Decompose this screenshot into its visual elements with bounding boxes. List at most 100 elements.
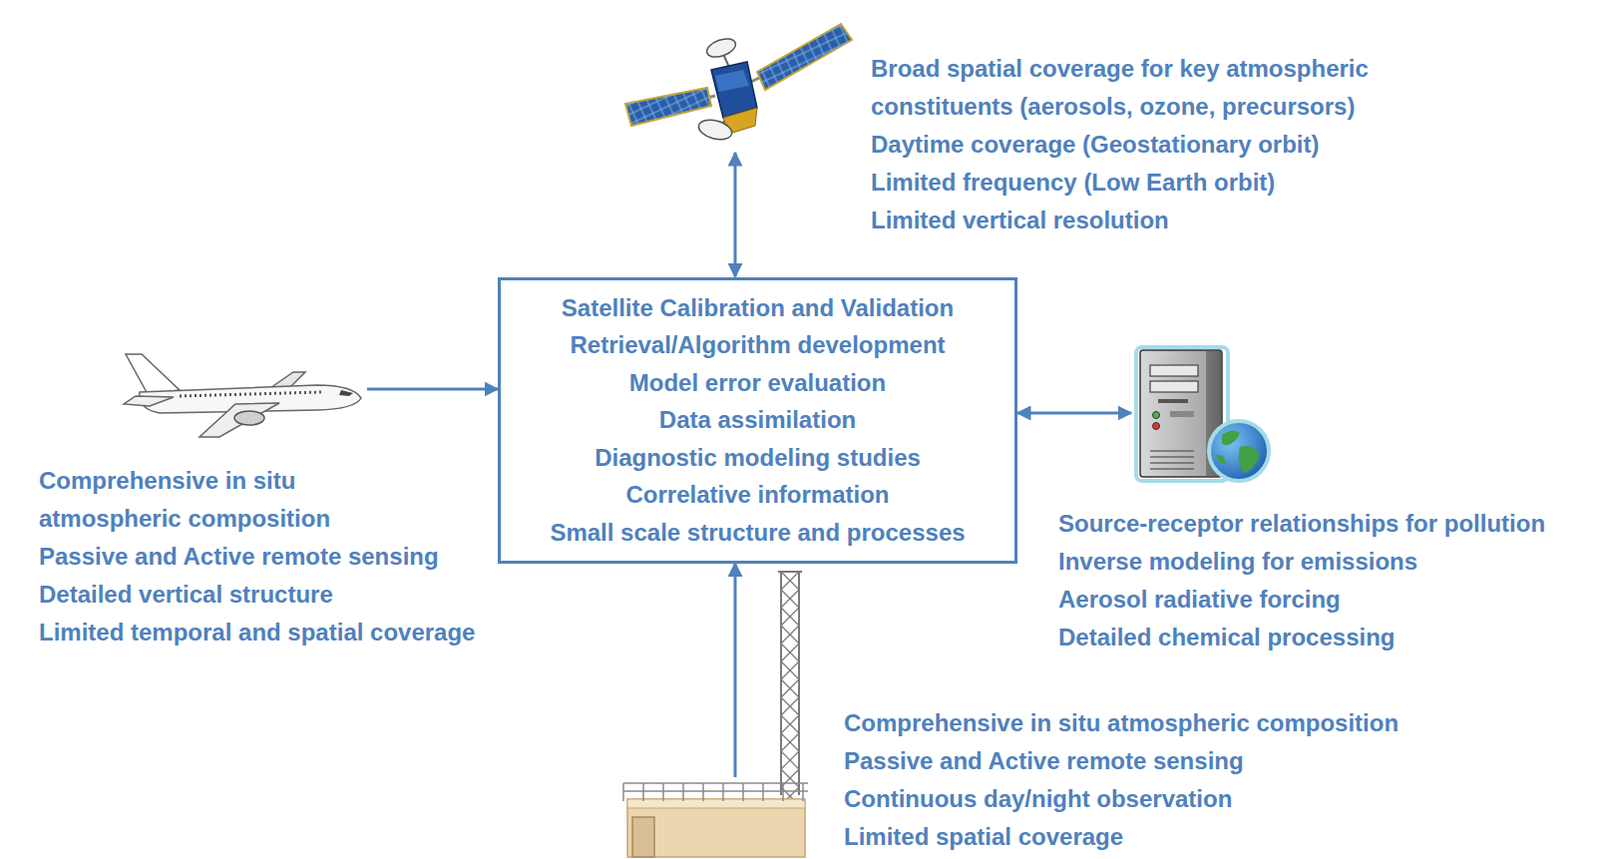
box-text: Correlative information	[625, 475, 889, 514]
box-text: Model error evaluation	[629, 364, 886, 402]
computer-illustration-part	[1150, 450, 1195, 469]
note-text: Limited spatial coverage	[843, 817, 1399, 856]
ground-station-illustration-part-part	[742, 783, 745, 801]
ground-station-illustration-part-part-part	[781, 589, 800, 608]
computer-illustration-part	[1238, 445, 1260, 473]
ground-station-illustration-part	[778, 571, 802, 805]
ground-station-illustration-part-part-part	[781, 661, 800, 680]
airplane-illustration-part	[234, 410, 265, 425]
ground-station-illustration-part-part-part	[781, 589, 800, 608]
arrow-connector	[734, 152, 738, 278]
ground-station-illustration-part-part	[623, 790, 808, 793]
ground-station-illustration-part-part	[702, 783, 705, 801]
text-group: Comprehensive in situ atmospheric compos…	[843, 704, 1399, 856]
ground-station-illustration-part-part-part	[781, 733, 800, 752]
note-text: Detailed chemical processing	[1058, 618, 1546, 657]
note-text: Broad spatial coverage for key atmospher…	[870, 49, 1470, 126]
computer-illustration-part-part	[1150, 449, 1195, 452]
note-text: Limited temporal and spatial coverage	[38, 613, 475, 652]
computer-illustration-part	[1208, 420, 1269, 481]
computer-illustration-part	[1150, 381, 1199, 393]
model-node: Source-receptor relationships for pollut…	[1136, 347, 1271, 485]
ground-station-illustration-part-part-part	[781, 643, 800, 662]
ground-station-illustration-part-part-part	[781, 679, 800, 698]
note-text: Daytime coverage (Geostationary orbit)	[870, 125, 1470, 164]
ground-station-illustration-part-part	[662, 783, 665, 801]
computer-illustration-part	[1158, 399, 1189, 403]
airplane-illustration-part	[179, 392, 322, 397]
ground-station-illustration-part-part-part	[781, 625, 800, 644]
satellite-illustration-part	[757, 23, 852, 90]
ground-station-illustration-part-part	[780, 571, 783, 796]
note-text: Aerosol radiative forcing	[1058, 580, 1546, 619]
satellite-illustration-part	[704, 34, 739, 60]
satellite-node: Broad spatial coverage for key atmospher…	[619, 19, 852, 143]
ground-station-illustration-part-part	[762, 783, 765, 801]
ground-station-illustration-part-part-part	[781, 697, 800, 716]
note-text: Passive and Active remote sensing	[38, 537, 475, 576]
ground-station-illustration-part-part-part	[781, 607, 800, 626]
text-group: Broad spatial coverage for key atmospher…	[870, 49, 1470, 240]
arrow-connector	[734, 563, 738, 779]
airplane-illustration-part	[339, 390, 354, 397]
computer-illustration-part-part	[1150, 461, 1195, 464]
ground-station-illustration-part-part-part	[781, 661, 800, 680]
computer-illustration-part	[1153, 411, 1161, 419]
box-text: Satellite Calibration and Validation	[561, 289, 954, 328]
ground-station-illustration-part-part-part	[781, 715, 800, 734]
ground-station-illustration-part-part	[682, 783, 685, 801]
ground-station-illustration-part-part-part	[781, 751, 800, 770]
ground-station-illustration-part-part-part	[781, 697, 800, 716]
ground-station-illustration-part-part-part	[781, 643, 800, 662]
note-text: Limited frequency (Low Earth orbit)	[870, 163, 1470, 202]
ground-station-illustration-part-part-part	[781, 715, 800, 734]
box-text: Data assimilation	[659, 400, 856, 439]
computer-illustration-part	[1215, 454, 1226, 464]
aircraft-node: Comprehensive in situ atmospheric compos…	[117, 352, 363, 439]
connector-layer-part	[367, 152, 1132, 778]
computer-illustration-part	[1150, 365, 1199, 377]
ground-station-illustration-part-part	[801, 783, 804, 801]
ground-station-illustration	[623, 781, 808, 857]
box-text: Diagnostic modeling studies	[594, 438, 921, 477]
box-text: Retrieval/Algorithm development	[569, 326, 945, 365]
computer-illustration-part-part	[1150, 455, 1195, 458]
ground-station-illustration-part	[623, 783, 808, 801]
satellite-illustration	[619, 19, 852, 143]
text-group: Comprehensive in situ atmospheric compos…	[38, 461, 475, 652]
process-box: Satellite Calibration and ValidationRetr…	[497, 277, 1018, 564]
note-text: Detailed vertical structure	[38, 575, 475, 614]
note-text: Comprehensive in situ atmospheric compos…	[38, 461, 379, 538]
ground-station-illustration-part-part-part	[781, 733, 800, 752]
airplane-illustration	[117, 352, 363, 439]
computer-illustration-part-part	[1150, 467, 1195, 470]
satellite-illustration-part	[751, 77, 760, 82]
text-group: Source-receptor relationships for pollut…	[1058, 504, 1546, 657]
satellite-illustration-part	[625, 87, 712, 126]
satellite-illustration-part	[625, 87, 712, 126]
arrow-connector	[367, 388, 498, 392]
airplane-illustration-part	[123, 396, 174, 406]
box-text: Small scale structure and processes	[549, 513, 965, 552]
ground-station-illustration-part-part-part	[781, 679, 800, 698]
note-text: Passive and Active remote sensing	[843, 742, 1399, 781]
satellite-illustration-part	[696, 116, 735, 143]
ground-station-illustration-part-part	[642, 783, 645, 801]
ground-station-illustration-part-part-part	[781, 571, 800, 590]
ground-station-illustration-part-part	[722, 783, 725, 801]
computer-illustration-part	[1221, 429, 1240, 445]
satellite-illustration-part	[715, 69, 750, 92]
note-text: Source-receptor relationships for pollut…	[1058, 504, 1546, 543]
ground-station-illustration-part-part-part	[781, 625, 800, 644]
computer-illustration	[1136, 347, 1271, 485]
note-text: Inverse modeling for emissions	[1058, 542, 1546, 581]
airplane-illustration-part	[199, 402, 280, 437]
ground-station-illustration-part-part	[798, 571, 800, 796]
satellite-illustration-part	[757, 23, 852, 90]
computer-illustration-part	[1153, 422, 1161, 430]
ground-station-illustration-part	[632, 816, 655, 857]
ground-station-illustration-part-part	[782, 783, 785, 801]
airplane-illustration-part	[125, 354, 180, 395]
note-text: Comprehensive in situ atmospheric compos…	[843, 704, 1399, 743]
ground-station-illustration-part-part	[622, 783, 625, 801]
